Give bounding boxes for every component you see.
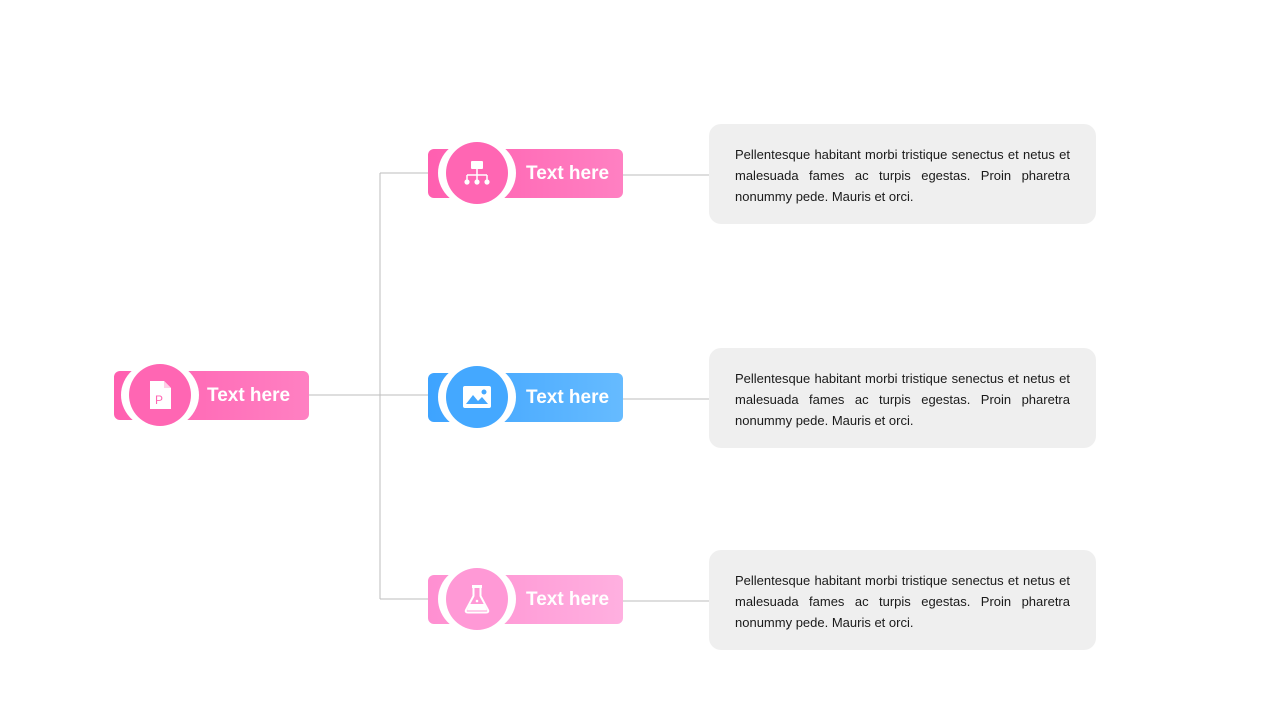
- description-box-3: Pellentesque habitant morbi tristique se…: [709, 550, 1096, 650]
- branch-node-3: Text here: [428, 564, 623, 634]
- branch-2-label: Text here: [526, 387, 610, 408]
- branch-1-label: Text here: [526, 163, 610, 184]
- description-box-2: Pellentesque habitant morbi tristique se…: [709, 348, 1096, 448]
- image-icon: [446, 366, 508, 428]
- branch-node-1: Text here: [428, 138, 623, 208]
- root-label: Text here: [207, 385, 291, 406]
- org-chart-icon: [446, 142, 508, 204]
- flask-icon: [446, 568, 508, 630]
- document-icon-letter: P: [155, 393, 163, 407]
- description-text-2: Pellentesque habitant morbi tristique se…: [735, 371, 1070, 428]
- branch-node-2: Text here: [428, 362, 623, 432]
- document-icon: P: [129, 364, 191, 426]
- description-box-1: Pellentesque habitant morbi tristique se…: [709, 124, 1096, 224]
- description-text-3: Pellentesque habitant morbi tristique se…: [735, 573, 1070, 630]
- root-node: P Text here: [114, 360, 309, 430]
- branch-3-label: Text here: [526, 589, 610, 610]
- description-text-1: Pellentesque habitant morbi tristique se…: [735, 147, 1070, 204]
